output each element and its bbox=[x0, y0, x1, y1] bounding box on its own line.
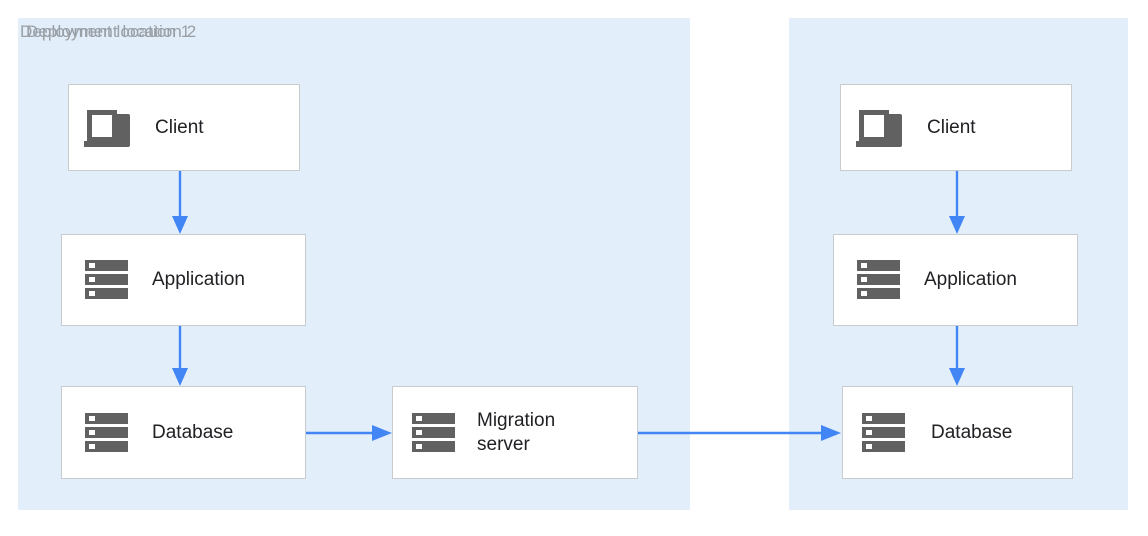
node-application-1-label: Application bbox=[152, 269, 245, 290]
node-client-2[interactable]: Client bbox=[840, 84, 1072, 171]
arrow-client-to-application-1 bbox=[172, 170, 188, 234]
node-client-1[interactable]: Client bbox=[68, 84, 300, 171]
server-stack-icon bbox=[857, 260, 900, 299]
node-migration-server[interactable]: Migration server bbox=[392, 386, 638, 479]
arrow-client-to-application-2 bbox=[949, 170, 965, 234]
node-client-2-label: Client bbox=[927, 116, 976, 138]
server-stack-icon bbox=[85, 412, 128, 452]
node-database-1[interactable]: Database bbox=[61, 386, 306, 479]
node-database-2-label: Database bbox=[931, 421, 1013, 443]
arrow-application-to-database-1 bbox=[172, 325, 188, 386]
client-devices-icon bbox=[856, 109, 902, 147]
deployment-region-1-label: Deployment location 1 bbox=[20, 22, 191, 41]
arrow-application-to-database-2 bbox=[949, 325, 965, 386]
arrow-database-to-migration-server bbox=[300, 425, 392, 441]
node-application-2[interactable]: Application bbox=[833, 234, 1078, 326]
server-stack-icon bbox=[85, 260, 128, 299]
server-stack-icon bbox=[412, 412, 455, 452]
node-application-2-label: Application bbox=[924, 269, 1017, 290]
arrow-migration-server-to-database-2 bbox=[637, 425, 841, 441]
node-database-2[interactable]: Database bbox=[842, 386, 1073, 479]
deployment-region-2-label: Deployment location 2 bbox=[26, 22, 197, 41]
node-client-1-label: Client bbox=[155, 116, 204, 138]
server-stack-icon bbox=[862, 412, 905, 452]
node-application-1[interactable]: Application bbox=[61, 234, 306, 326]
node-database-1-label: Database bbox=[152, 421, 234, 443]
client-devices-icon bbox=[84, 109, 130, 147]
node-migration-server-label: Migration server bbox=[477, 409, 556, 455]
